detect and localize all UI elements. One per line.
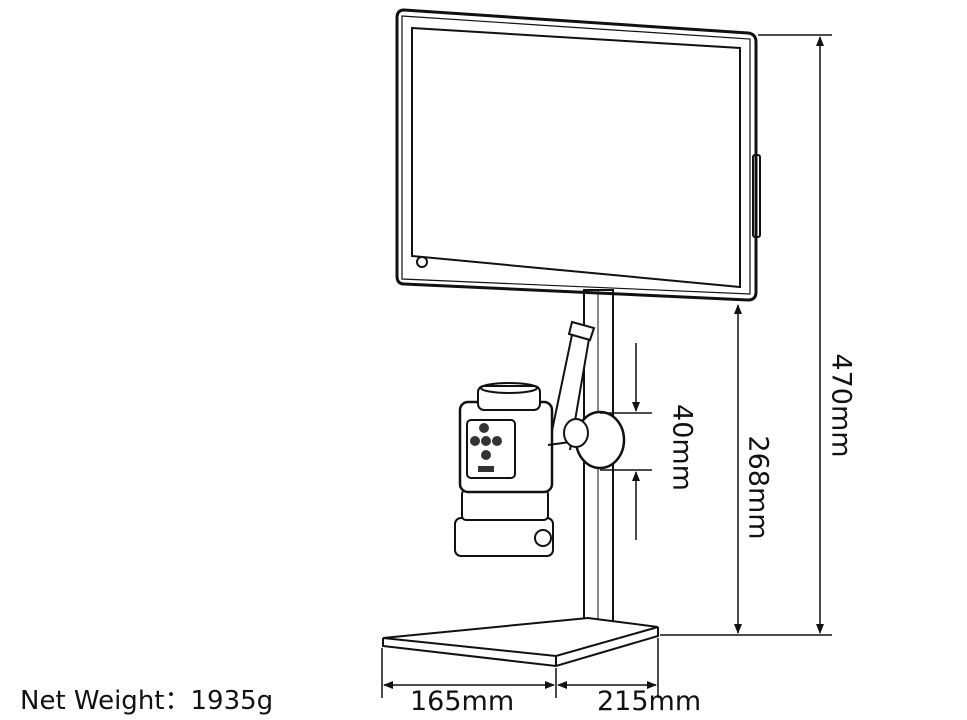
dim-40mm — [600, 343, 652, 540]
monitor — [395, 8, 761, 302]
pole-height-label: 268mm — [742, 435, 774, 540]
dim-heights — [660, 34, 832, 636]
focus-travel-label: 40mm — [666, 404, 698, 491]
power-button-icon — [416, 256, 428, 268]
base — [382, 616, 659, 668]
camera — [454, 382, 586, 557]
base-width-label: 215mm — [597, 686, 702, 717]
base-depth-label: 165mm — [410, 686, 515, 717]
total-height-label: 470mm — [825, 353, 857, 458]
dim-base — [381, 638, 659, 698]
side-buttons — [752, 154, 761, 238]
net-weight-label: Net Weight：1935g — [20, 686, 274, 716]
